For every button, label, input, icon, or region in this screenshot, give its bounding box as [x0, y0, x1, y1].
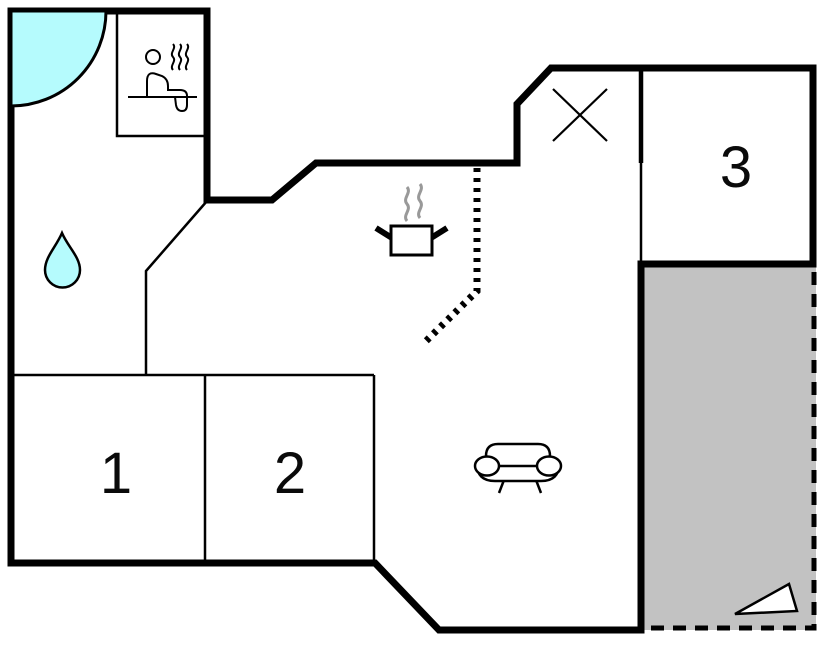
sauna-person-head — [145, 49, 161, 65]
terrace-ramp-icon — [734, 582, 799, 616]
terrace-area — [644, 266, 816, 630]
bedroom1-label: 1 — [100, 441, 132, 506]
bedroom2-label: 2 — [274, 441, 306, 506]
pot-steam-wave — [404, 186, 410, 222]
sauna-room-walls — [115, 11, 207, 138]
sofa-icon — [473, 442, 563, 494]
sofa-right-armrest — [535, 455, 563, 477]
terrace-dashed-border — [650, 272, 817, 631]
pot-right-handle — [429, 225, 449, 241]
sauna-steam-wave — [177, 43, 183, 71]
bedroom3-label: 3 — [720, 135, 752, 200]
water-drop-icon — [43, 229, 82, 289]
fireplace-x-line — [552, 88, 608, 142]
kitchen-dashed-divider — [420, 168, 481, 347]
bathroom-divider-wall — [144, 200, 208, 376]
pot-steam-wave — [417, 183, 423, 219]
pot-left-handle — [374, 225, 394, 241]
sauna-steam-wave — [184, 43, 190, 71]
cooking-pot-icon — [374, 183, 449, 257]
exterior-walls — [7, 7, 817, 634]
fireplace-x-icon — [552, 88, 608, 142]
pot-body — [389, 224, 434, 257]
sofa-left-armrest — [473, 455, 501, 477]
sauna-person-body — [146, 72, 188, 113]
corner-shower-icon — [9, 9, 108, 108]
sauna-steam-wave — [170, 43, 176, 71]
sauna-icon — [128, 43, 197, 113]
